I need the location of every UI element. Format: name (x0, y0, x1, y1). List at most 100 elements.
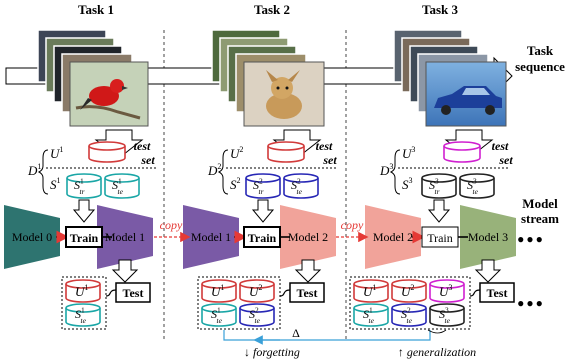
eval-u-set-3-3 (429, 279, 465, 303)
red-bird-image (75, 79, 141, 120)
model-stream-label-line2: stream (521, 211, 559, 226)
model-1-in: Model 1 (183, 205, 239, 269)
task-3-image-stack (393, 29, 507, 127)
train-step-3: Train (412, 226, 468, 248)
u-label-3: U3 (402, 145, 415, 161)
eval-sets-box-1 (61, 276, 107, 330)
dog-image (266, 70, 302, 119)
task-sequence-label-line1: Task (527, 43, 554, 58)
eval-connector-2 (279, 289, 291, 297)
test-set-label-1: test set (134, 139, 156, 167)
model-1-in-label: Model 1 (191, 230, 231, 244)
task-1-title: Task 1 (78, 2, 114, 17)
eval-u-label-2-2: U2 (249, 283, 262, 299)
eval-u-set-2-1 (201, 279, 237, 303)
delta-symbol: Δ (292, 326, 300, 340)
model-0: Model 0 (4, 205, 60, 269)
s-label-3: S3 (402, 176, 413, 192)
dataset-d-label-3: D3 (379, 162, 393, 178)
test-set-label-2-line2: set (322, 153, 337, 167)
test-set-s3 (459, 173, 495, 199)
train-box-label-1: Train (70, 231, 99, 245)
u-label-2: U2 (230, 145, 243, 161)
eval-u-set-3-1 (353, 279, 389, 303)
eval-s-set-2-2 (239, 303, 275, 327)
model-0-label: Model 0 (12, 230, 52, 244)
train-box-label-3: Train (427, 231, 453, 245)
eval-sets-box-2 (197, 276, 281, 330)
copy-label-1: copy (160, 218, 183, 232)
train-set-s2 (245, 173, 281, 199)
model-stream-label-line1: Model (522, 196, 558, 211)
test-box-label-3: Test (487, 286, 508, 300)
eval-s-set-3-3 (429, 303, 465, 327)
test-set-label-3-line2: set (498, 153, 513, 167)
copy-label-2: copy (341, 218, 364, 232)
dataset-d-label-2: D2 (207, 162, 221, 178)
test-set-s1 (104, 173, 140, 199)
test-set-label-2: test set (316, 139, 338, 167)
model-3-label: Model 3 (468, 230, 508, 244)
eval-s-set-3-1 (353, 303, 389, 327)
eval-u-label-3-2: U2 (401, 283, 414, 299)
u-label-1: U1 (50, 145, 63, 161)
dataset-d-label-1: D1 (27, 162, 41, 178)
generalization-brace (427, 329, 447, 334)
unlabeled-set-u3 (443, 141, 481, 163)
model-2-in-label: Model 2 (373, 230, 413, 244)
dataset-brace-3 (389, 149, 401, 195)
test-set-label-3-line1: test (492, 139, 509, 153)
down-arrow-train-2 (251, 199, 275, 223)
evaluation-ellipsis: ●●● (517, 296, 545, 310)
test-box-1 (115, 282, 151, 303)
model-2-out: Model 2 (280, 205, 336, 269)
down-arrow-train-3 (427, 199, 451, 223)
model-1-out-label: Model 1 (105, 230, 145, 244)
eval-u-set-3-2 (391, 279, 427, 303)
train-step-1: Train (56, 226, 112, 248)
car-image (434, 86, 502, 115)
model-2-out-label: Model 2 (288, 230, 328, 244)
unlabeled-set-u1 (88, 141, 126, 163)
train-set-s1 (66, 173, 102, 199)
generalization-label: ↑ generalization (398, 345, 476, 359)
down-arrow-train-1 (72, 199, 96, 223)
delta-bracket (223, 330, 431, 341)
eval-u-label-3-3: U3 (439, 283, 452, 299)
eval-u-label-1-1: U1 (75, 283, 88, 299)
eval-s-set-1-1 (65, 303, 101, 327)
test-set-label-2-line1: test (316, 139, 333, 153)
test-box-label-2: Test (297, 286, 318, 300)
eval-u-set-1-1 (65, 279, 101, 303)
eval-u-set-2-2 (239, 279, 275, 303)
model-stream-ellipsis: ●●● (517, 232, 545, 246)
task-2-title: Task 2 (254, 2, 290, 17)
eval-u-label-2-1: U1 (211, 283, 224, 299)
down-arrow-test-2 (294, 259, 322, 283)
test-box-label-1: Test (123, 286, 144, 300)
test-set-label-3: test set (492, 139, 514, 167)
down-arrow-test-1 (111, 259, 139, 283)
test-box-2 (289, 282, 325, 303)
unlabeled-set-u2 (267, 141, 305, 163)
dataset-brace-1 (37, 149, 49, 195)
eval-sets-box-3 (349, 276, 471, 330)
task-1-image-stack (37, 29, 149, 127)
model-row: Model 0 Model 1 Model 1 Model 2 Model 2 Model… (4, 205, 516, 269)
